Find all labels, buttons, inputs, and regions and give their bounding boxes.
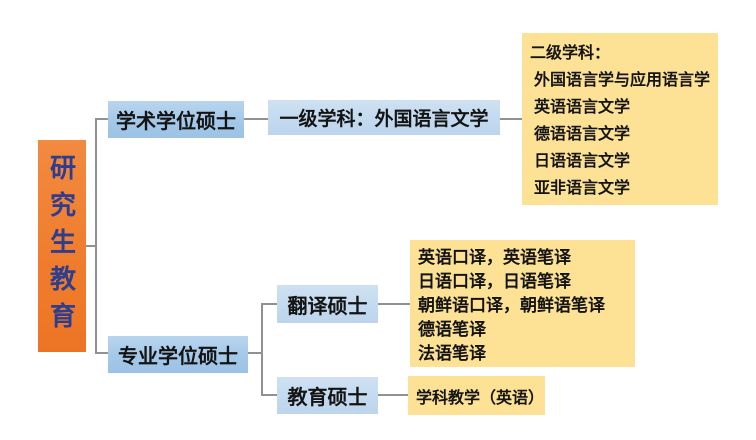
education-program-item: 学科教学（英语） (416, 389, 545, 407)
second-level-item: 德语语言文学 (534, 126, 631, 143)
node-education-master: 教育硕士 (277, 377, 378, 414)
connector-main-trunk (95, 118, 97, 354)
node-translation-master: 翻译硕士 (277, 285, 378, 323)
second-level-heading: 二级学科： (530, 45, 611, 62)
connector-firstlevel-secondlevel (500, 118, 522, 120)
leaf-translation-programs: 英语口译，英语笔译 日语口译，日语笔译 朝鲜语口译，朝鲜语笔译 德语笔译 法语笔… (410, 240, 635, 367)
node-translation-master-label: 翻译硕士 (287, 295, 368, 318)
node-graduate-education: 研究生教育 (38, 140, 86, 352)
node-first-level-discipline: 一级学科：外国语言文学 (268, 100, 500, 135)
connector-translation-programs (378, 303, 410, 305)
connector-professional-split (261, 303, 263, 396)
leaf-second-level-disciplines: 二级学科： 外国语言学与应用语言学 英语语言文学 德语语言文学 日语语言文学 亚… (522, 33, 718, 205)
translation-program-item: 德语笔译 (418, 320, 486, 339)
connector-academic-firstlevel (244, 118, 268, 120)
second-level-item: 日语语言文学 (534, 153, 631, 170)
node-education-master-label: 教育硕士 (287, 387, 368, 409)
second-level-item: 亚非语言文学 (534, 180, 631, 197)
translation-program-item: 法语笔译 (418, 344, 486, 363)
node-academic-degree-master-label: 学术学位硕士 (116, 111, 236, 133)
translation-program-item: 朝鲜语口译，朝鲜语笔译 (418, 296, 605, 315)
second-level-item: 英语语言文学 (534, 99, 631, 116)
connector-to-academic (96, 118, 108, 120)
node-academic-degree-master: 学术学位硕士 (108, 101, 244, 138)
connector-professional-stub (248, 352, 262, 354)
translation-program-item: 日语口译，日语笔译 (418, 272, 571, 291)
connector-to-education (262, 394, 277, 396)
leaf-education-program: 学科教学（英语） (408, 376, 545, 415)
connector-education-programs (378, 394, 408, 396)
connector-to-translation (262, 303, 277, 305)
connector-root-stub (86, 245, 96, 247)
node-first-level-discipline-label: 一级学科：外国语言文学 (279, 109, 489, 130)
second-level-item: 外国语言学与应用语言学 (534, 72, 711, 89)
node-graduate-education-label: 研究生教育 (46, 153, 77, 339)
node-professional-degree-master-label: 专业学位硕士 (118, 346, 238, 368)
node-professional-degree-master: 专业学位硕士 (108, 336, 248, 373)
connector-to-professional (96, 352, 108, 354)
translation-program-item: 英语口译，英语笔译 (418, 248, 571, 267)
